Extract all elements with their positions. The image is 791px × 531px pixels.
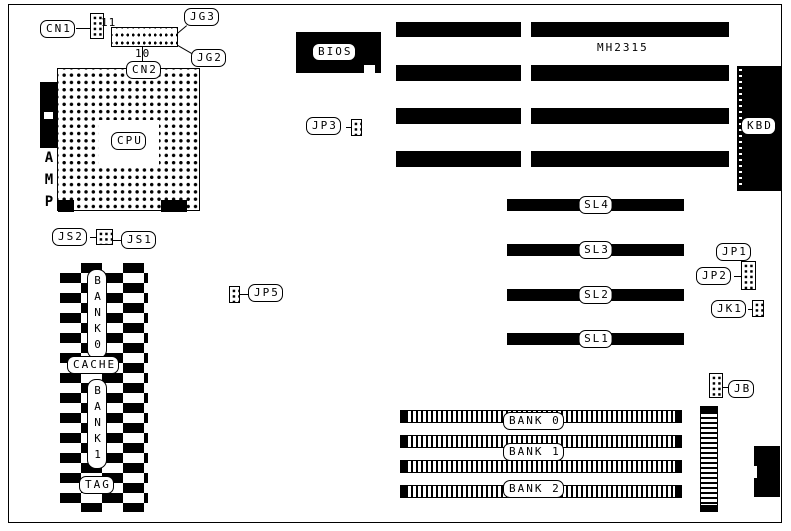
socket-end-clip bbox=[675, 436, 681, 447]
socket-end-clip bbox=[401, 486, 407, 497]
expansion-slot bbox=[396, 65, 521, 81]
amp-lever-slot bbox=[44, 112, 53, 119]
sl2-label: SL2 bbox=[578, 286, 613, 304]
socket-end-clip bbox=[675, 411, 681, 422]
external-port bbox=[754, 446, 780, 497]
pin-number-11: 11 bbox=[101, 16, 117, 29]
jp5-label: JP5 bbox=[248, 284, 283, 302]
jp5-jumper-block bbox=[229, 286, 240, 303]
cache-bank1-label: BANK1 bbox=[87, 379, 107, 469]
js1-label: JS1 bbox=[121, 231, 156, 249]
bank0-label: BANK 0 bbox=[503, 412, 564, 430]
cache-label: CACHE bbox=[67, 356, 120, 374]
jp3-label: JP3 bbox=[306, 117, 341, 135]
jb-jumper-block bbox=[709, 373, 723, 398]
expansion-slot bbox=[531, 151, 729, 167]
power-connector bbox=[700, 406, 718, 512]
simm-socket bbox=[400, 460, 682, 473]
jp5-pointer-line bbox=[240, 294, 248, 295]
cache-bank0-label: BANK0 bbox=[87, 269, 107, 359]
kbd-label: KBD bbox=[741, 117, 776, 135]
sl2-slot: SL2 bbox=[507, 286, 684, 304]
jg3-label: JG3 bbox=[184, 8, 219, 26]
cpu-socket-tab-right bbox=[161, 200, 187, 212]
kbd-pin-strip bbox=[739, 69, 742, 188]
cpu-label: CPU bbox=[111, 132, 146, 150]
jp1-label: JP1 bbox=[716, 243, 751, 261]
bios-chip-notch bbox=[364, 65, 375, 73]
jg2-label: JG2 bbox=[191, 49, 226, 67]
cache-tag-label: TAG bbox=[79, 476, 114, 494]
expansion-slot bbox=[531, 65, 729, 81]
cn1-connector bbox=[90, 13, 104, 39]
connector-end-clip bbox=[701, 407, 717, 413]
jb-pointer-line bbox=[723, 387, 728, 388]
js-jumper-block bbox=[96, 229, 113, 245]
cn2-pointer-line bbox=[142, 47, 143, 61]
sl3-label: SL3 bbox=[578, 241, 613, 259]
pin-header bbox=[111, 27, 178, 47]
cn2-label: CN2 bbox=[126, 61, 161, 79]
cpu-socket-tab-left bbox=[58, 200, 74, 212]
jp3-pointer-line bbox=[346, 127, 351, 128]
part-number: MH2315 bbox=[597, 41, 649, 54]
expansion-slot bbox=[396, 108, 521, 124]
bank2-label: BANK 2 bbox=[503, 480, 564, 498]
bios-label: BIOS bbox=[312, 43, 356, 61]
external-port-notch bbox=[754, 466, 757, 478]
pin-number-10: 10 bbox=[135, 47, 151, 60]
expansion-slot bbox=[531, 108, 729, 124]
cn1-label: CN1 bbox=[40, 20, 75, 38]
jp2-pointer-line bbox=[734, 276, 742, 277]
sl3-slot: SL3 bbox=[507, 241, 684, 259]
js2-label: JS2 bbox=[52, 228, 87, 246]
bank1-label: BANK 1 bbox=[503, 443, 564, 461]
cn1-pointer-line bbox=[76, 28, 90, 29]
socket-end-clip bbox=[675, 461, 681, 472]
socket-end-clip bbox=[401, 436, 407, 447]
sl4-label: SL4 bbox=[578, 196, 613, 214]
jp2-jumper-block bbox=[741, 261, 756, 290]
amp-label: AMP bbox=[41, 150, 57, 216]
js1-pointer-line bbox=[113, 240, 121, 241]
jp3-jumper-block bbox=[351, 119, 362, 136]
jb-label: JB bbox=[728, 380, 755, 398]
expansion-slot bbox=[531, 22, 729, 37]
jk1-jumper-block bbox=[752, 300, 764, 317]
expansion-slot bbox=[396, 151, 521, 167]
jk1-label: JK1 bbox=[711, 300, 746, 318]
sl1-slot: SL1 bbox=[507, 330, 684, 348]
board-outline bbox=[8, 4, 782, 523]
js2-pointer-line bbox=[90, 237, 96, 238]
socket-end-clip bbox=[401, 411, 407, 422]
connector-end-clip bbox=[701, 505, 717, 511]
jp2-label: JP2 bbox=[696, 267, 731, 285]
sl4-slot: SL4 bbox=[507, 196, 684, 214]
socket-end-clip bbox=[401, 461, 407, 472]
jk1-pointer-line bbox=[748, 309, 752, 310]
socket-end-clip bbox=[675, 486, 681, 497]
expansion-slot bbox=[396, 22, 521, 37]
sl1-label: SL1 bbox=[578, 330, 613, 348]
